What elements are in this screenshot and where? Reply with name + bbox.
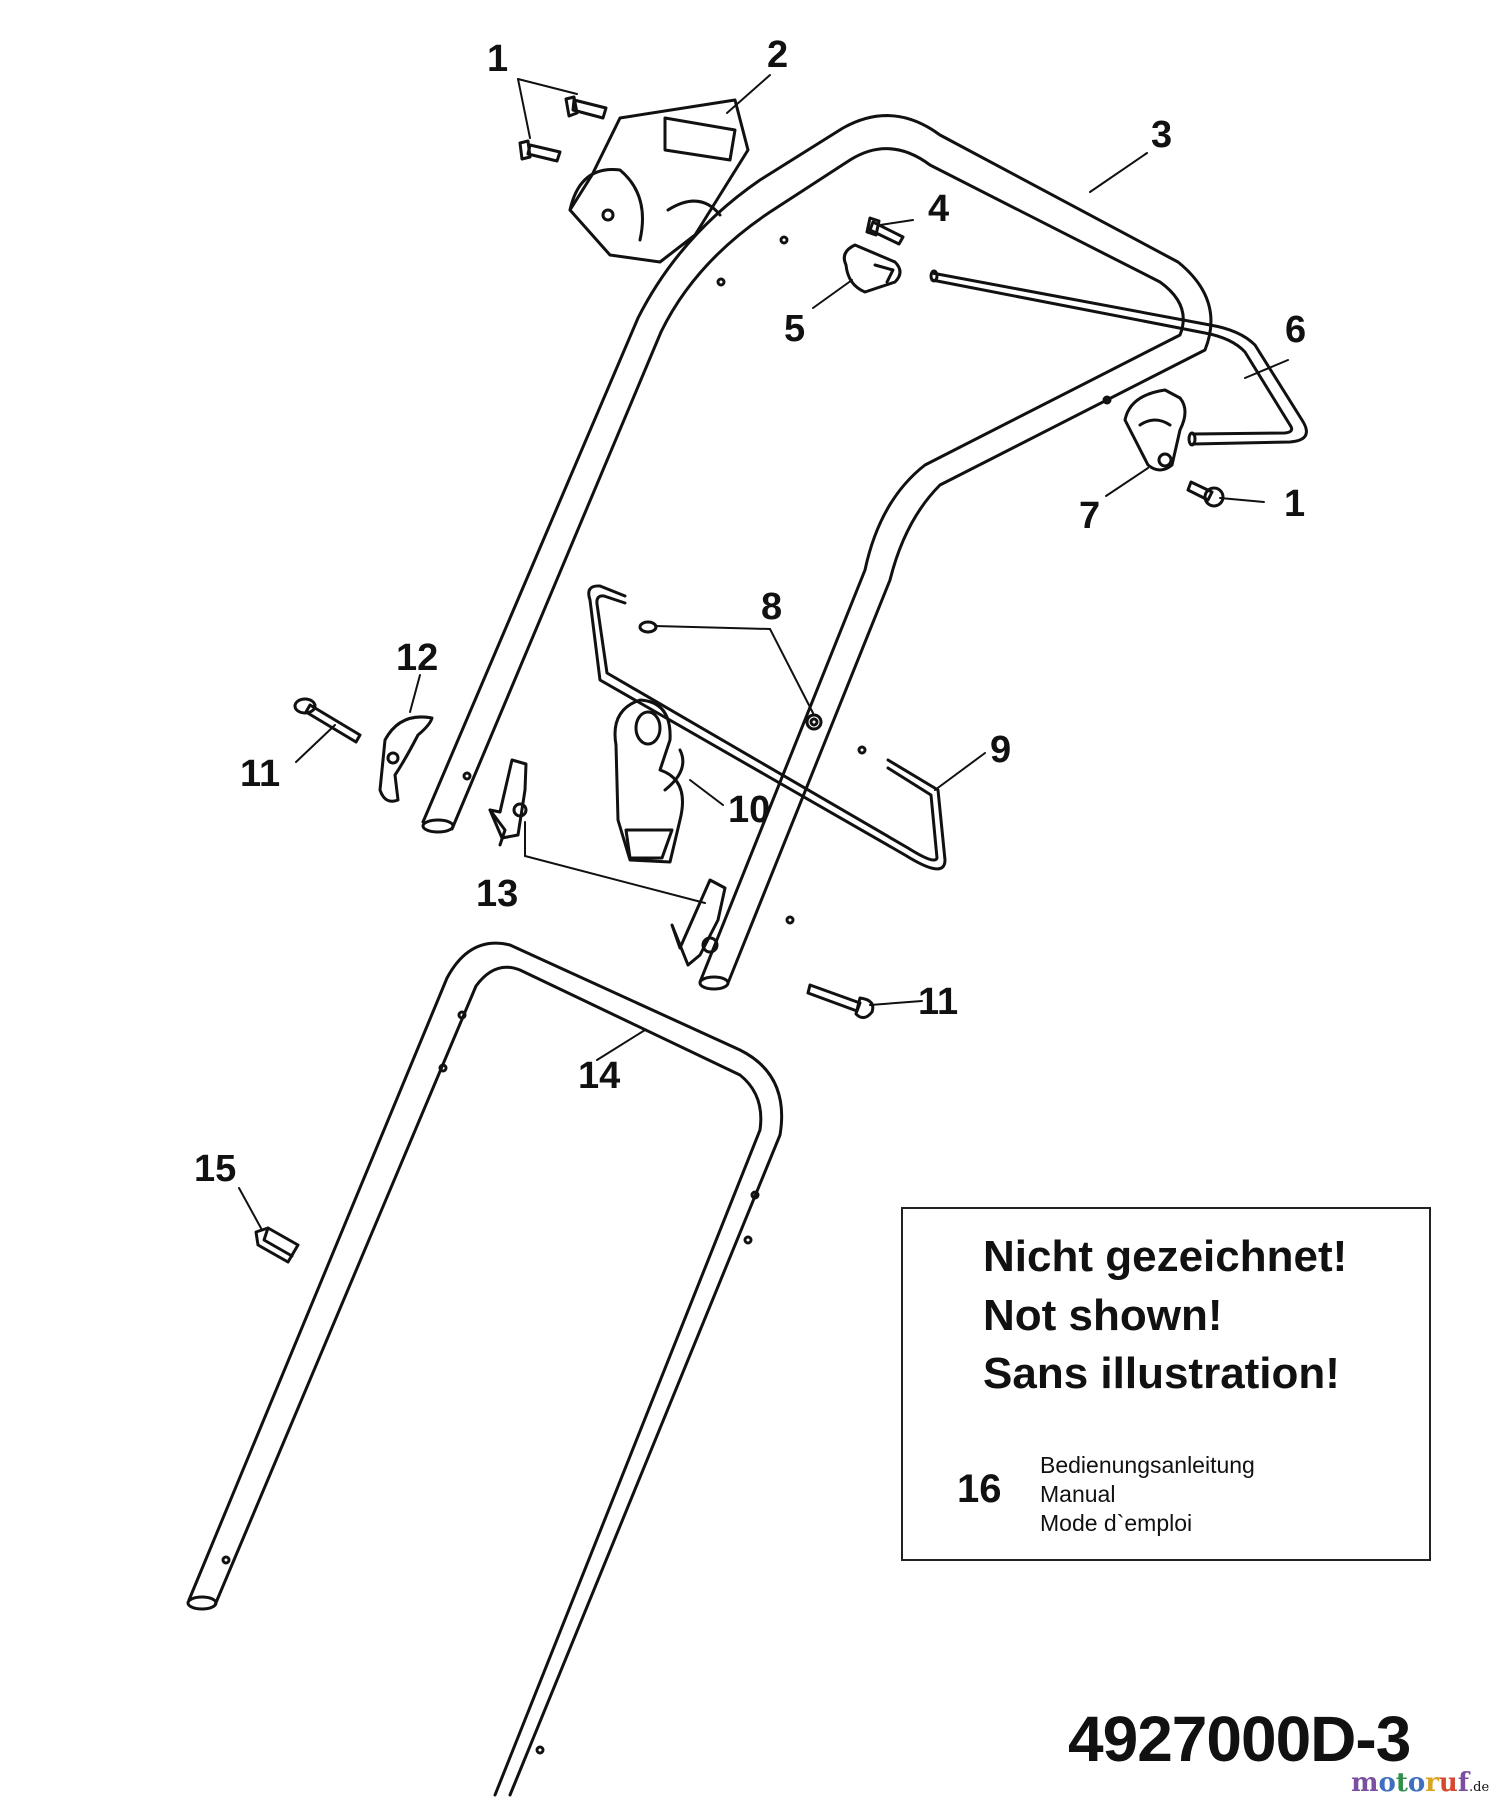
callout-8: 8	[761, 586, 783, 628]
item-desc-german: Bedienungsanleitung	[1040, 1452, 1255, 1478]
screw-part-4	[865, 216, 905, 246]
switch-housing-part-2	[568, 98, 750, 264]
callout-4: 4	[928, 188, 950, 230]
cable-part-6	[929, 269, 1308, 447]
callout-6: 6	[1285, 309, 1307, 351]
callout-3: 3	[1151, 114, 1173, 156]
note-german: Nicht gezeichnet!	[983, 1232, 1348, 1281]
item-desc-english: Manual	[1040, 1481, 1116, 1507]
callout-1: 1	[487, 38, 509, 80]
callout-1-right: 1	[1284, 483, 1306, 525]
upper-handle-part-3	[421, 114, 1213, 991]
not-shown-box: Nicht gezeichnet! Not shown! Sans illust…	[901, 1207, 1431, 1561]
callout-5: 5	[784, 308, 806, 350]
leader-lines	[238, 74, 1289, 1231]
watermark-suffix: .de	[1469, 1780, 1490, 1795]
plug-part-15	[254, 1226, 300, 1264]
watermark-text: motoruf	[1351, 1768, 1470, 1798]
cable-clip-part-5	[842, 243, 902, 294]
screw-part-1-top	[518, 95, 608, 163]
callout-10: 10	[728, 789, 771, 831]
clip-part-12	[378, 715, 434, 803]
watermark-logo: motoruf.de	[1351, 1768, 1489, 1798]
callout-11-right: 11	[918, 981, 959, 1023]
wing-knob-part-13-top	[488, 758, 528, 847]
callout-14: 14	[578, 1055, 621, 1097]
note-french: Sans illustration!	[983, 1349, 1340, 1398]
wing-knob-part-13-bottom	[670, 878, 727, 967]
item-number-16: 16	[957, 1467, 1002, 1511]
callout-13: 13	[476, 873, 519, 915]
callout-12: 12	[396, 637, 439, 679]
note-english: Not shown!	[983, 1291, 1223, 1340]
screw-part-1-right	[1186, 480, 1225, 508]
bolt-part-11-right	[806, 983, 875, 1019]
callout-2: 2	[767, 34, 789, 76]
lower-handle-part-14	[186, 941, 784, 1797]
cable-clamp-part-7	[1123, 388, 1187, 472]
callout-11-left: 11	[240, 753, 281, 795]
wire-bracket-part-9	[587, 584, 947, 871]
callout-9: 9	[990, 729, 1012, 771]
quick-release-clamp-part-10	[613, 698, 685, 864]
bolt-part-11-left	[293, 697, 362, 744]
item-desc-french: Mode d`emploi	[1040, 1510, 1193, 1536]
callout-7: 7	[1079, 495, 1101, 537]
document-code: 4927000D-3	[1068, 1703, 1411, 1775]
callout-15: 15	[194, 1148, 237, 1190]
